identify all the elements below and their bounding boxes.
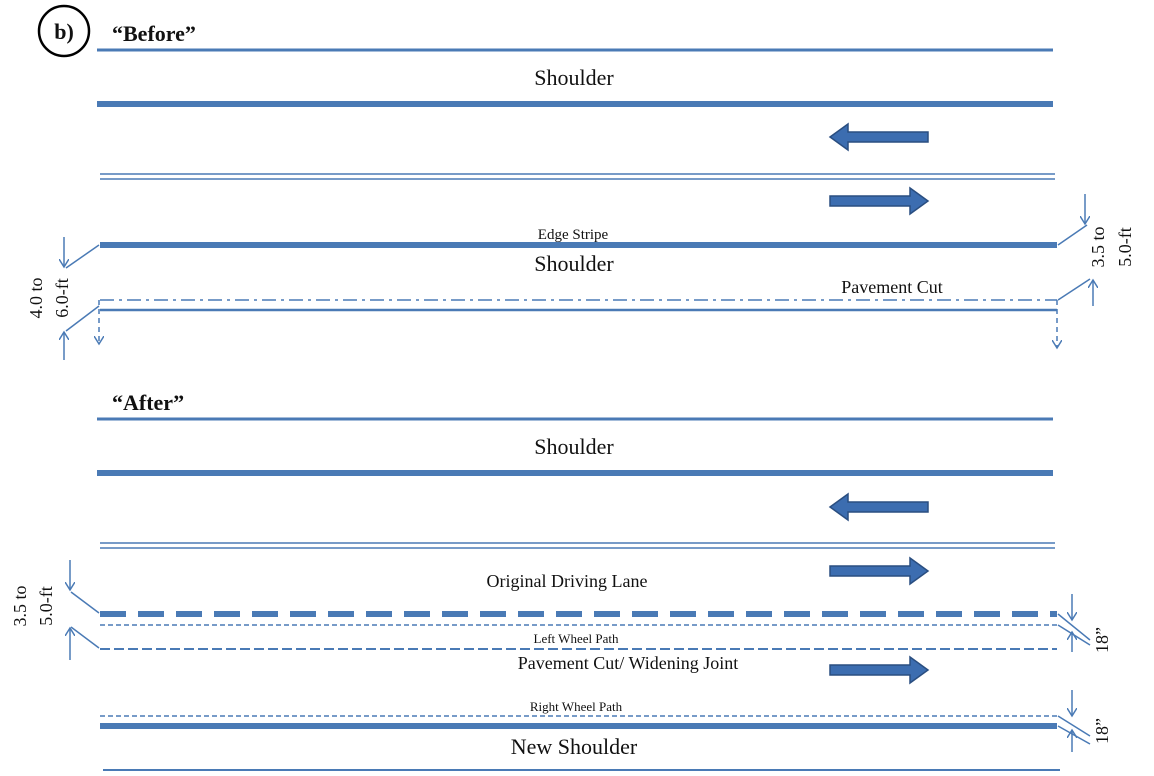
before-shoulder-bottom-label: Shoulder xyxy=(534,251,614,276)
edge-stripe-label: Edge Stripe xyxy=(538,227,609,243)
pavement-cut-widening-joint-label: Pavement Cut/ Widening Joint xyxy=(518,653,738,673)
before-left-dim-line2: 6.0-ft xyxy=(52,278,72,318)
before-left-dimension: 4.0 to 6.0-ft xyxy=(26,237,99,360)
before-title: “Before” xyxy=(112,21,196,46)
after-right-dim-upper-label: 18” xyxy=(1092,627,1112,653)
after-right-dim-lower-label: 18” xyxy=(1092,718,1112,744)
after-title: “After” xyxy=(112,390,184,415)
svg-text:b): b) xyxy=(54,19,74,44)
after-left-dimension: 3.5 to 5.0-ft xyxy=(10,560,100,660)
after-right-traffic-arrow-lower xyxy=(829,655,930,685)
pavement-cut-label: Pavement Cut xyxy=(841,277,943,297)
after-left-dim-line2: 5.0-ft xyxy=(36,586,56,626)
before-right-dim-line2: 5.0-ft xyxy=(1115,227,1135,267)
after-left-dim-line1: 3.5 to xyxy=(10,585,30,626)
after-shoulder-top-label: Shoulder xyxy=(534,434,614,459)
after-right-dimension-upper: 18” xyxy=(1057,594,1112,653)
panel-marker: b) xyxy=(37,4,91,58)
right-traffic-arrow xyxy=(829,186,930,216)
after-right-traffic-arrow-upper xyxy=(829,556,930,586)
new-shoulder-label: New Shoulder xyxy=(511,734,638,759)
original-driving-lane-label: Original Driving Lane xyxy=(487,571,648,591)
before-left-dim-line1: 4.0 to xyxy=(26,277,46,318)
before-right-dimension: 3.5 to 5.0-ft xyxy=(1057,194,1135,348)
before-shoulder-top-label: Shoulder xyxy=(534,65,614,90)
after-right-dimension-lower: 18” xyxy=(1057,690,1112,752)
right-wheel-path-label: Right Wheel Path xyxy=(530,699,623,714)
after-left-traffic-arrow xyxy=(828,492,929,522)
before-right-dim-line1: 3.5 to xyxy=(1088,226,1108,267)
left-traffic-arrow xyxy=(828,122,929,152)
left-wheel-path-label: Left Wheel Path xyxy=(534,631,619,646)
